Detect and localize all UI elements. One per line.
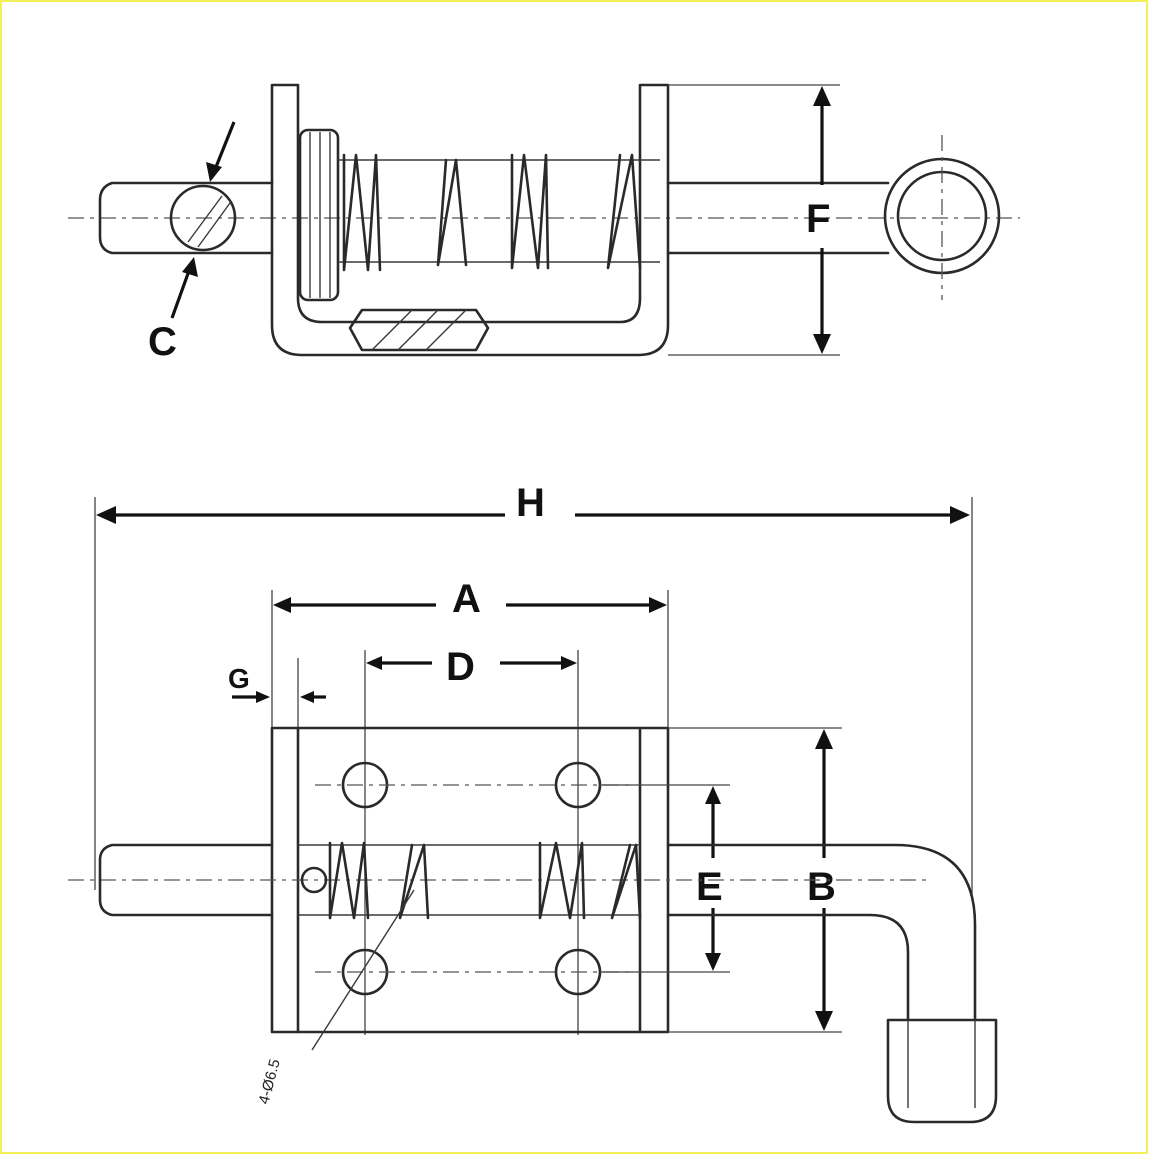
f-arrow-bottom xyxy=(813,334,831,354)
retaining-hatch-3 xyxy=(425,309,467,351)
h-arrow-right xyxy=(950,506,970,524)
dim-label-e: E xyxy=(696,865,723,909)
pin-shaft-left xyxy=(98,181,274,255)
b-arrow-top xyxy=(815,729,833,749)
front-spring-2 xyxy=(398,843,430,920)
retaining-nub xyxy=(300,866,328,894)
front-spring-3 xyxy=(538,841,586,920)
b-arrow-bottom xyxy=(815,1011,833,1031)
c-arrow-bottom-line xyxy=(170,267,192,319)
dim-label-b: B xyxy=(807,865,836,909)
d-arrow-left xyxy=(366,656,382,670)
g-arrow-right-head xyxy=(300,691,314,703)
a-arrow-right xyxy=(649,597,667,613)
l-handle xyxy=(666,843,977,1022)
dim-label-h: H xyxy=(516,481,545,525)
retaining-pin xyxy=(348,308,490,352)
hole-leader xyxy=(311,889,415,1051)
front-spring-4 xyxy=(610,843,642,920)
dim-label-g: G xyxy=(228,663,250,694)
spring-coils-2 xyxy=(436,158,468,267)
front-spring-1 xyxy=(328,841,370,920)
g-arrow-left-head xyxy=(256,691,270,703)
retaining-hatch-2 xyxy=(397,309,439,351)
spring-coils-4 xyxy=(606,153,642,270)
a-arrow-left xyxy=(273,597,291,613)
top-view: C F xyxy=(68,83,1020,364)
hole-note: 4-Ø6.5 xyxy=(255,1057,283,1106)
dim-label-d: D xyxy=(446,645,475,689)
e-arrow-bottom xyxy=(705,953,721,971)
spring-coils-1 xyxy=(342,153,382,272)
spring-coils-3 xyxy=(510,153,550,270)
front-pin-left xyxy=(98,843,274,917)
u-bracket xyxy=(270,83,670,357)
dim-label-a: A xyxy=(452,577,481,621)
c-arrow-bottom-head xyxy=(182,257,198,277)
front-view: H A D G xyxy=(68,481,998,1124)
dim-label-c: C xyxy=(148,320,177,364)
collar xyxy=(298,128,340,302)
dim-label-f: F xyxy=(806,197,830,241)
e-arrow-top xyxy=(705,786,721,804)
handle-grip xyxy=(886,1018,998,1124)
pin-section xyxy=(169,184,237,252)
c-arrow-top-head xyxy=(206,162,222,182)
pin-shaft-right xyxy=(666,181,890,255)
retaining-hatch-1 xyxy=(371,309,413,351)
h-arrow-left xyxy=(96,506,116,524)
d-arrow-right xyxy=(561,656,577,670)
f-arrow-top xyxy=(813,86,831,106)
pin-hatch-2 xyxy=(197,202,231,248)
c-arrow-top-line xyxy=(212,121,236,173)
pin-hatch-1 xyxy=(187,195,223,243)
